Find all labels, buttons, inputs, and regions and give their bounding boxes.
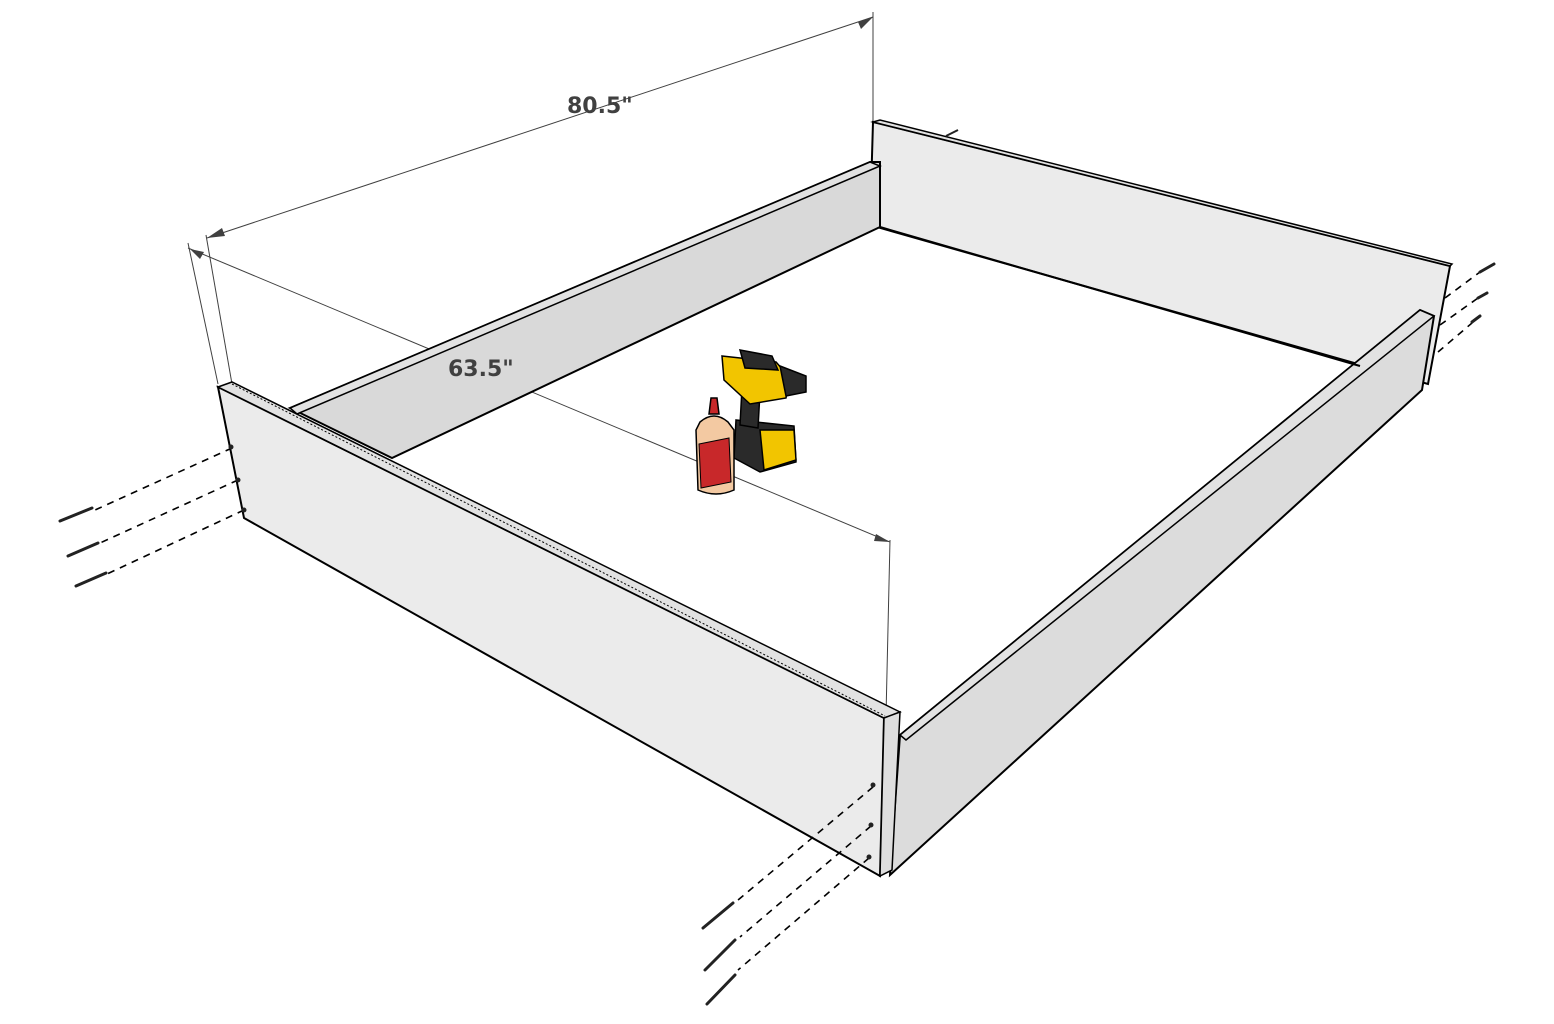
screws-left-corner <box>58 444 247 588</box>
wood-glue-bottle-icon <box>695 397 735 495</box>
side-board-left <box>287 161 882 460</box>
dimension-length <box>206 12 874 239</box>
dimension-width-label: 63.5" <box>448 357 514 382</box>
frame-interior <box>879 226 1361 367</box>
head-board <box>868 119 1454 386</box>
foot-board <box>216 381 902 878</box>
side-board-right <box>888 308 1436 878</box>
screws-back-right-corner <box>945 129 1496 353</box>
dimension-length-label: 80.5" <box>567 94 633 119</box>
screws-front-right-corner <box>701 782 876 1006</box>
screw-icon <box>58 506 108 588</box>
dimension-width <box>187 234 891 717</box>
